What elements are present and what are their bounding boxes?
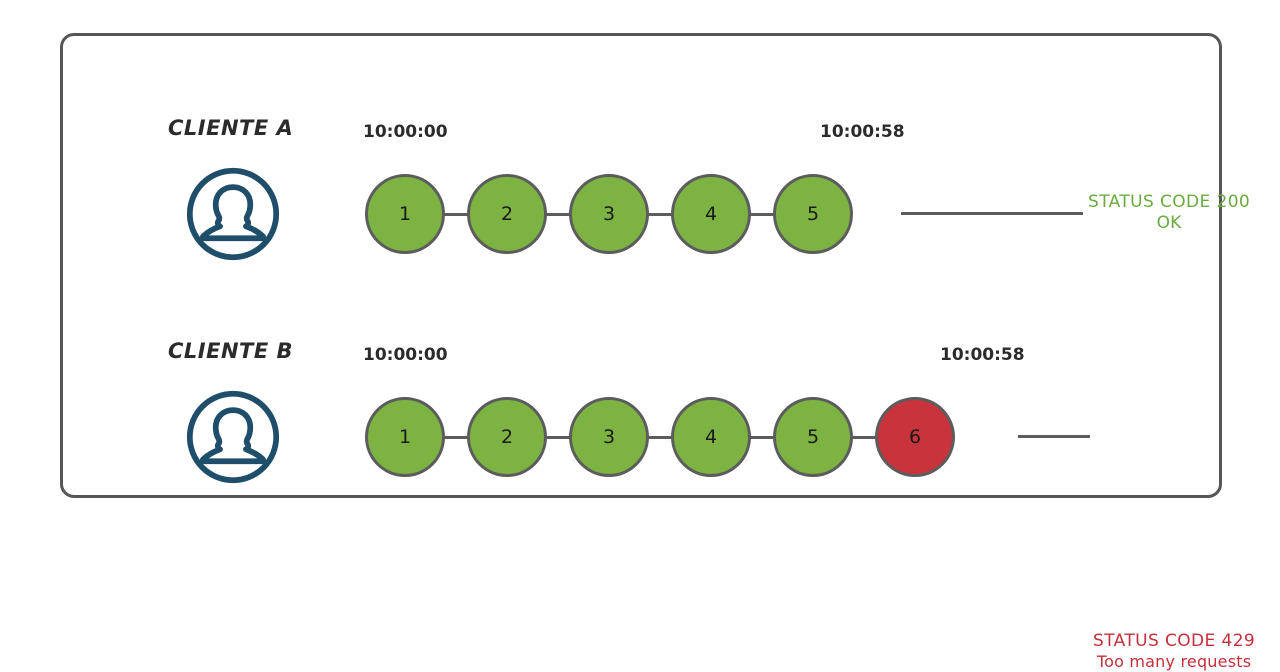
user-avatar-icon [185, 166, 281, 262]
status-badge-b: STATUS CODE 429 Too many requests [1093, 631, 1255, 672]
connector-line [443, 435, 469, 439]
request-node[interactable]: 2 [467, 397, 547, 477]
connector-line [749, 212, 775, 216]
timestamp-end-b: 10:00:58 [940, 345, 1025, 365]
request-node[interactable]: 5 [773, 397, 853, 477]
request-chain-b: 1 2 3 4 5 6 [365, 397, 955, 477]
status-message-a: OK [1156, 213, 1182, 234]
connector-line [851, 435, 877, 439]
timestamp-start-a: 10:00:00 [363, 122, 448, 142]
request-node[interactable]: 1 [365, 397, 445, 477]
connector-line [545, 212, 571, 216]
timestamp-start-b: 10:00:00 [363, 345, 448, 365]
request-node[interactable]: 1 [365, 174, 445, 254]
connector-line [545, 435, 571, 439]
request-node[interactable]: 3 [569, 174, 649, 254]
response-line-a [901, 212, 1083, 215]
client-a-label: CLIENTE A [168, 116, 294, 140]
timestamp-end-a: 10:00:58 [820, 122, 905, 142]
connector-line [443, 212, 469, 216]
user-avatar-icon [185, 389, 281, 485]
status-message-b: Too many requests [1096, 652, 1252, 672]
connector-line [647, 435, 673, 439]
request-node[interactable]: 2 [467, 174, 547, 254]
request-node[interactable]: 5 [773, 174, 853, 254]
diagram-frame: CLIENTE A 10:00:00 10:00:58 1 2 3 4 5 [60, 33, 1255, 671]
response-line-b [1018, 435, 1090, 438]
diagram-canvas: CLIENTE A 10:00:00 10:00:58 1 2 3 4 5 [60, 33, 1255, 671]
connector-line [749, 435, 775, 439]
request-node[interactable]: 4 [671, 397, 751, 477]
status-badge-a: STATUS CODE 200 OK [1088, 192, 1250, 235]
request-chain-a: 1 2 3 4 5 [365, 174, 853, 254]
connector-line [647, 212, 673, 216]
status-code-a: STATUS CODE 200 [1088, 192, 1251, 212]
request-node-rejected[interactable]: 6 [875, 397, 955, 477]
request-node[interactable]: 3 [569, 397, 649, 477]
request-node[interactable]: 4 [671, 174, 751, 254]
status-code-b: STATUS CODE 429 [1093, 631, 1256, 651]
client-b-label: CLIENTE B [168, 339, 294, 363]
